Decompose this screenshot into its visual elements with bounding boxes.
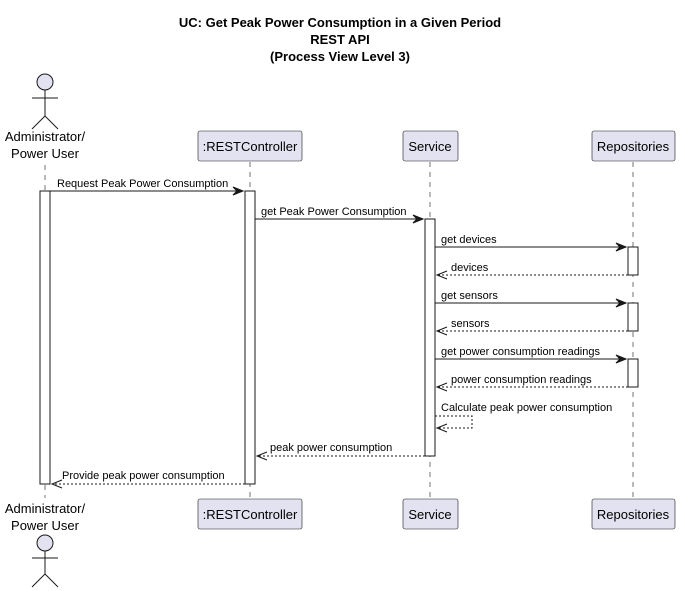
message-label-11: Provide peak power consumption <box>62 470 225 482</box>
message-arrowhead-5 <box>615 298 628 308</box>
message-arrowhead-3 <box>615 242 628 252</box>
message-label-1: Request Peak Power Consumption <box>57 178 228 190</box>
service-box-top <box>402 130 459 162</box>
message-arrowhead-7 <box>615 354 628 364</box>
diagram-title-line1: UC: Get Peak Power Consumption in a Give… <box>179 15 501 30</box>
message-arrowhead-6 <box>435 326 448 336</box>
controller-label-bottom: :RESTController <box>203 507 298 522</box>
message-arrowhead-10 <box>255 451 268 461</box>
actor-top-head-icon <box>36 73 54 91</box>
service-box-bottom <box>402 498 459 530</box>
actor-top-figure <box>31 73 59 130</box>
diagram-title-line2: REST API <box>310 32 369 47</box>
message-arrowhead-4 <box>435 270 448 280</box>
message-label-6: sensors <box>451 318 490 330</box>
service-label-bottom: Service <box>408 507 451 522</box>
controller-label-top: :RESTController <box>203 139 298 154</box>
repositories-activation-devices <box>627 246 639 276</box>
diagram-title-line3: (Process View Level 3) <box>270 49 410 64</box>
actor-activation <box>39 190 51 485</box>
service-activation <box>424 218 436 457</box>
repositories-box-bottom <box>591 498 676 530</box>
message-arrowhead-1 <box>232 186 245 196</box>
message-label-4: devices <box>451 262 489 274</box>
actor-bottom-figure <box>31 534 59 588</box>
message-arrowhead-9 <box>435 423 448 433</box>
message-label-7: get power consumption readings <box>441 346 600 358</box>
message-label-9: Calculate peak power consumption <box>441 402 612 414</box>
message-arrowhead-8 <box>435 382 448 392</box>
actor-bottom-label-line2: Power User <box>11 518 80 533</box>
controller-box-top <box>197 130 303 162</box>
repositories-box-top <box>591 130 676 162</box>
message-arrowhead-11 <box>50 479 63 489</box>
repositories-activation-sensors <box>627 302 639 332</box>
message-label-10: peak power consumption <box>270 442 392 454</box>
actor-bottom-label-line1: Administrator/ <box>5 501 86 516</box>
message-arrowhead-2 <box>412 214 425 224</box>
message-label-8: power consumption readings <box>451 374 592 386</box>
message-label-2: get Peak Power Consumption <box>261 206 407 218</box>
actor-top-label-line2: Power User <box>11 146 80 161</box>
repositories-activation-readings <box>627 358 639 388</box>
actor-bottom-head-icon <box>36 534 54 552</box>
message-label-5: get sensors <box>441 290 498 302</box>
actor-top-label-line1: Administrator/ <box>5 129 86 144</box>
repositories-label-top: Repositories <box>597 139 670 154</box>
controller-box-bottom <box>197 498 303 530</box>
controller-activation <box>244 190 256 485</box>
message-label-3: get devices <box>441 234 497 246</box>
service-label-top: Service <box>408 139 451 154</box>
repositories-label-bottom: Repositories <box>597 507 670 522</box>
